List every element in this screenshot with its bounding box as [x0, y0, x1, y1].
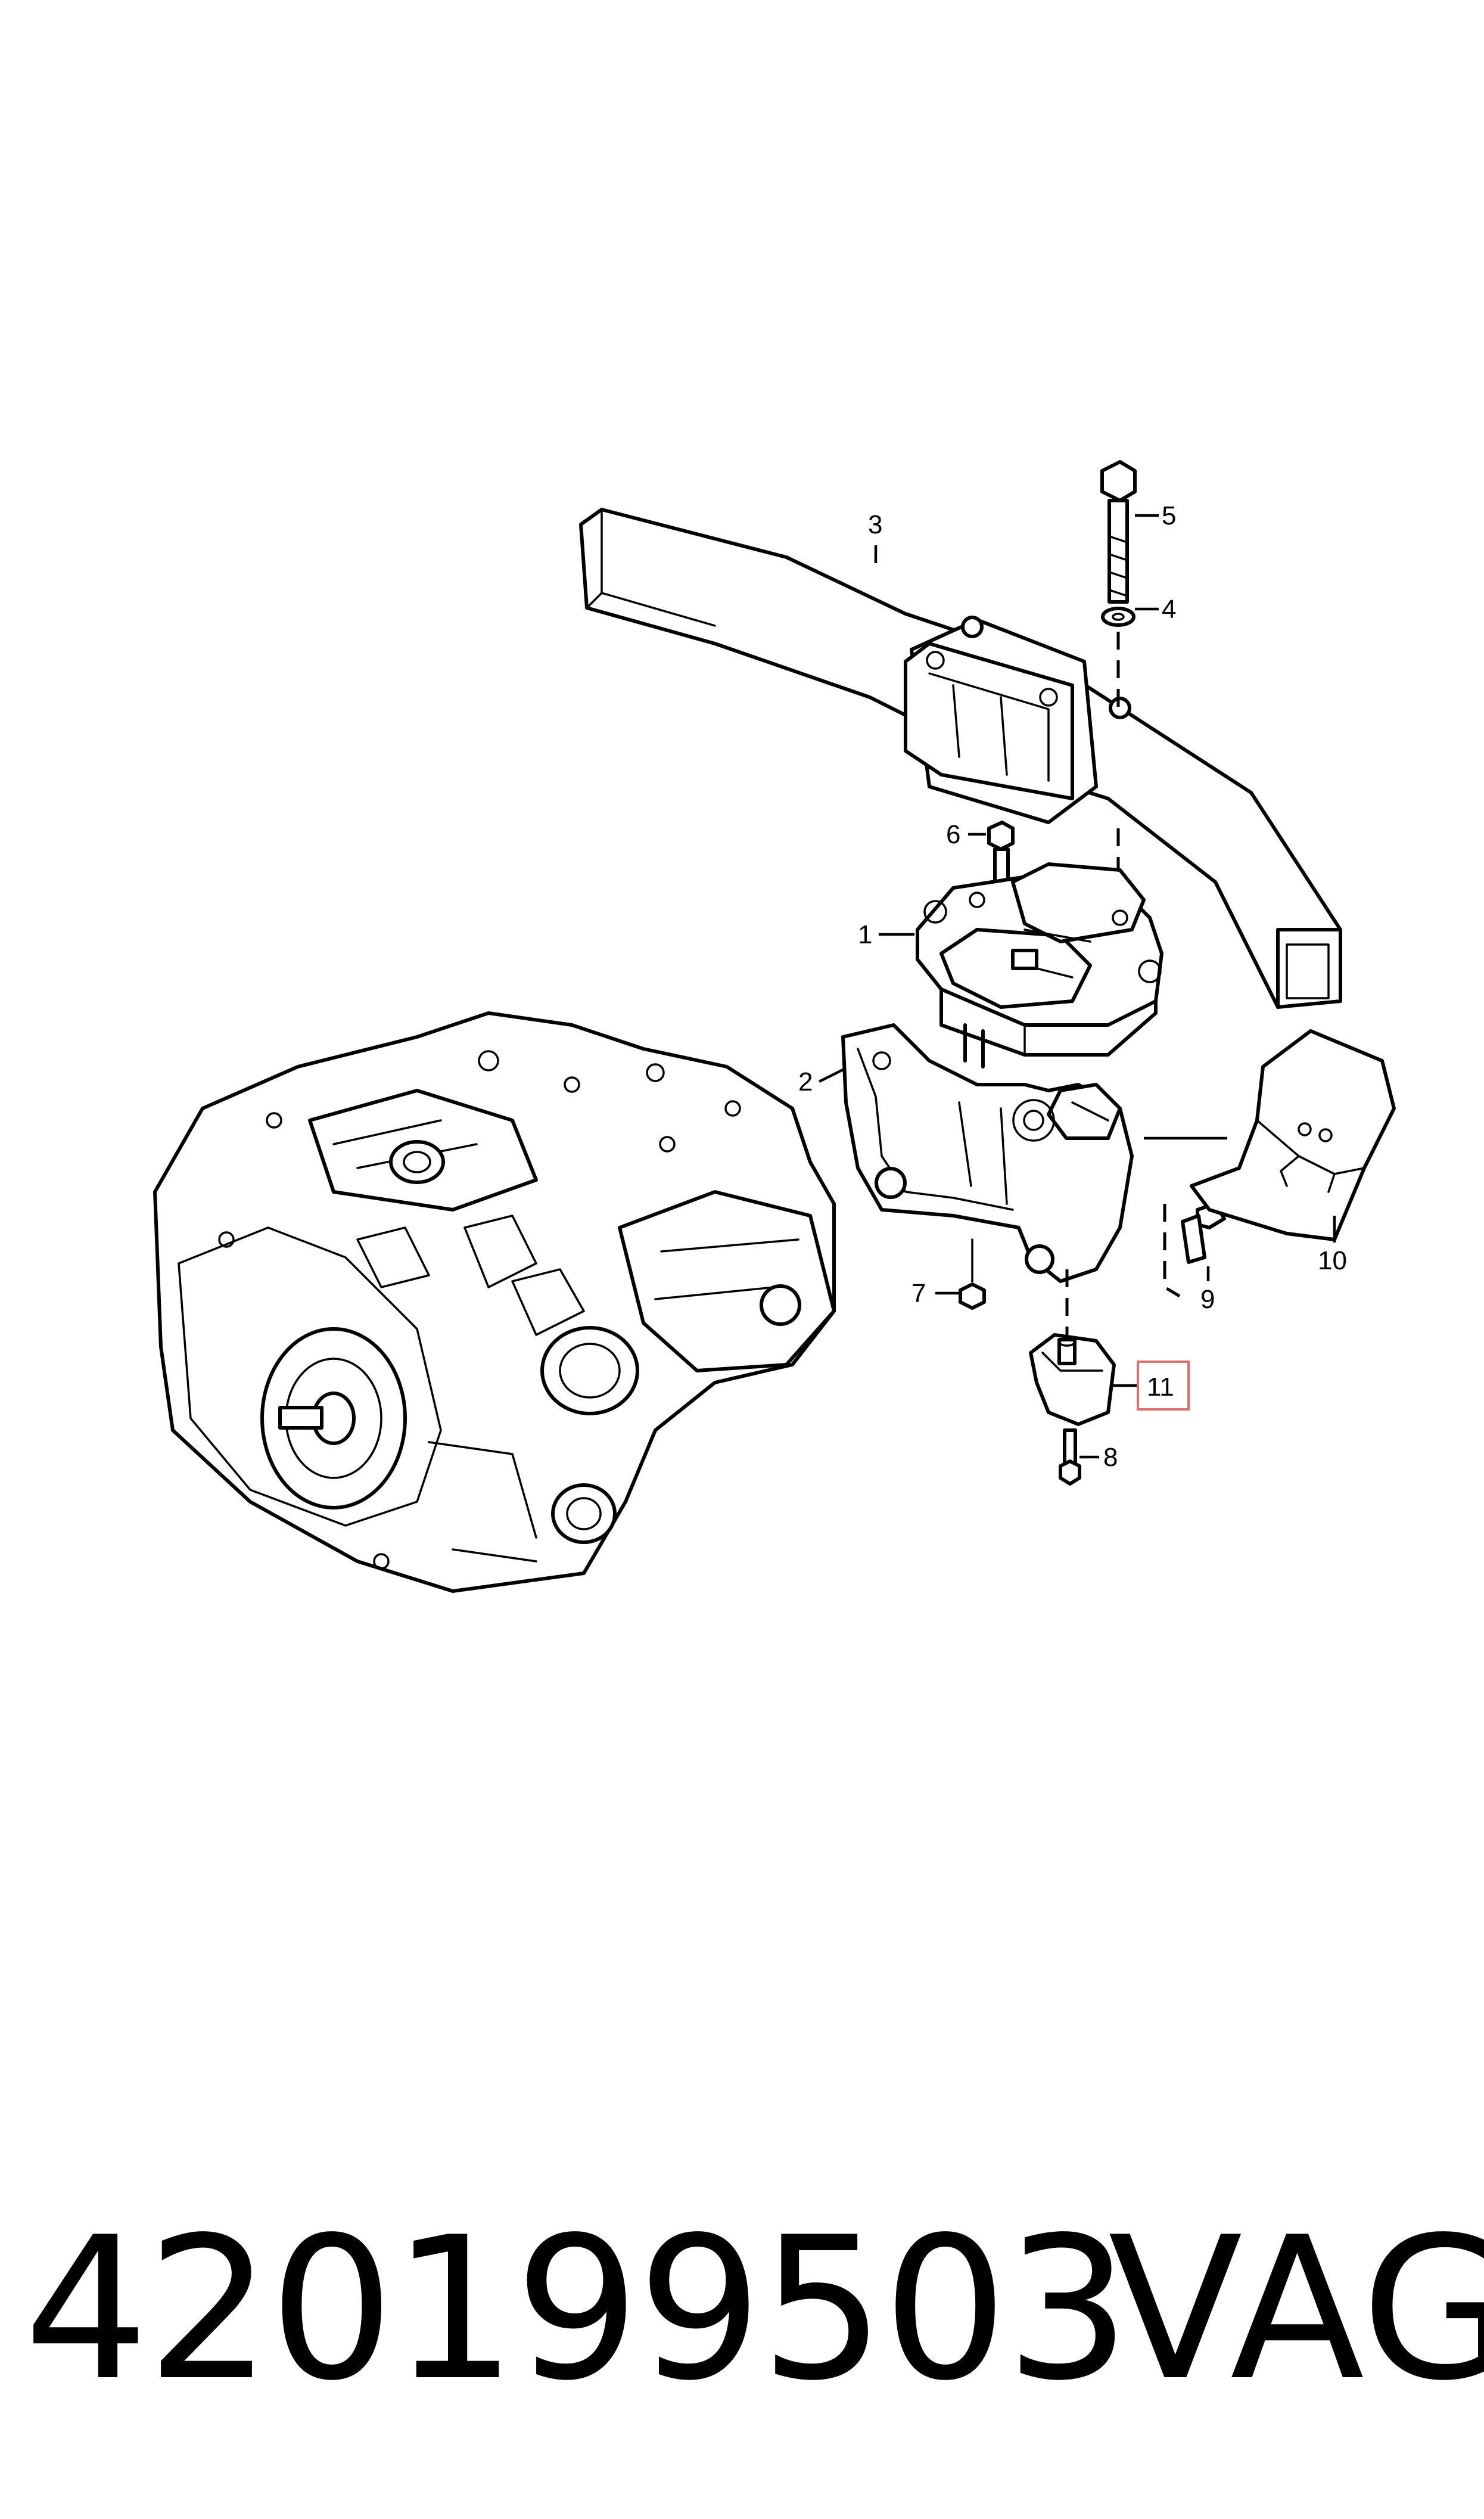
callout-7: 7 [911, 1279, 926, 1308]
transmission-housing [153, 1011, 836, 1593]
crossmember-beam [579, 508, 1342, 1009]
brand-name: VAG [1108, 2195, 1484, 2424]
part-number: 420199503 [24, 2195, 1131, 2424]
callout-5: 5 [1162, 501, 1176, 530]
callout-8: 8 [1103, 1443, 1118, 1472]
engine-mount [916, 862, 1163, 1069]
rubber-buffer [1029, 1333, 1116, 1426]
callout-labels: 3 5 4 6 1 2 7 8 9 10 11 [798, 501, 1347, 1472]
callout-10: 10 [1318, 1246, 1347, 1275]
callout-11: 11 [1147, 1372, 1174, 1402]
heat-shield [1190, 1029, 1396, 1241]
bolt-8 [1059, 1428, 1081, 1486]
callout-2: 2 [798, 1067, 813, 1097]
highlight-box [1137, 1361, 1190, 1411]
nut-7 [959, 1238, 986, 1310]
washer [1101, 607, 1135, 627]
leader-lines [818, 514, 1336, 1459]
callout-3: 3 [868, 510, 882, 539]
callout-1: 1 [858, 920, 872, 949]
transmission-bracket [841, 1023, 1134, 1283]
callout-9: 9 [1200, 1285, 1215, 1314]
long-bolt [1100, 460, 1137, 604]
callout-6: 6 [946, 820, 960, 849]
callout-4: 4 [1162, 595, 1176, 624]
